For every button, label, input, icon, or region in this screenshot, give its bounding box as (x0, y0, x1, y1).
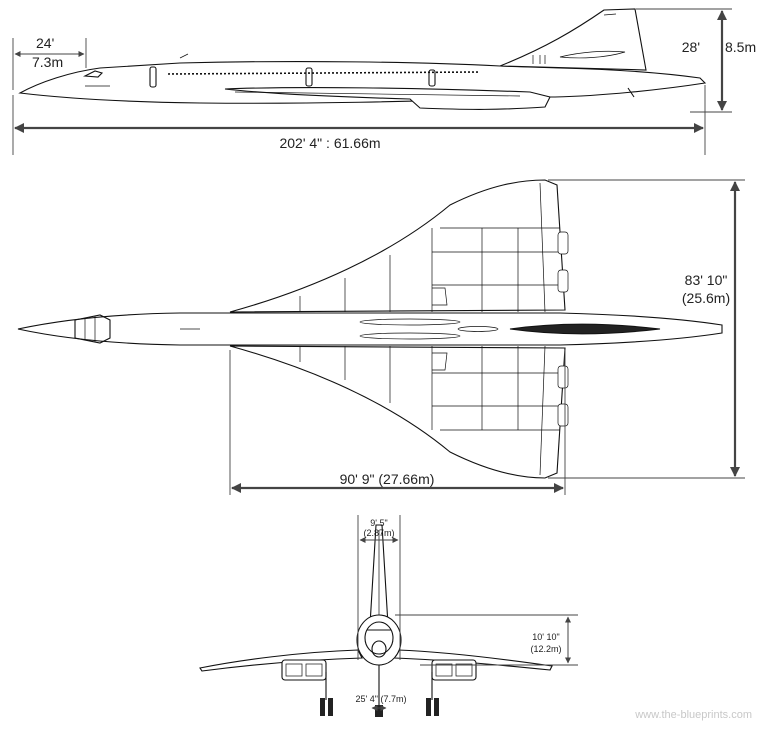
top-wing-upper (229, 179, 566, 313)
front-view: 9' 5" (2.87m) 10' 10" (12.2m) 25' 4" (7.… (199, 515, 578, 717)
side-view: 24' 7.3m 28' 8.5m 202' 4" : 61.66m (12, 8, 756, 155)
top-view: 83' 10" (25.6m) 90' 9" (27.66m) (17, 179, 745, 495)
overall-length: 202' 4" : 61.66m (279, 135, 380, 151)
front-nacelle-left (281, 659, 327, 681)
side-window-row (167, 71, 481, 75)
wing-root-length: 90' 9" (27.66m) (340, 471, 435, 487)
front-height-ft: 10' 10" (532, 632, 559, 642)
span-m: (25.6m) (682, 290, 730, 306)
nose-length-ft: 24' (36, 35, 54, 51)
front-wing-left (199, 649, 363, 672)
fin-width-m: (2.87m) (363, 528, 394, 538)
front-height-m: (12.2m) (530, 644, 561, 654)
top-fuselage (17, 312, 723, 346)
height-m: 8.5m (725, 39, 756, 55)
watermark: www.the-blueprints.com (634, 709, 752, 721)
gear-track: 25' 4" (7.7m) (356, 694, 407, 704)
front-landing-gear (320, 665, 439, 717)
span-ft: 83' 10" (685, 272, 728, 288)
top-wing-lower (229, 345, 566, 479)
side-fin (499, 8, 647, 71)
front-nacelle-right (431, 659, 477, 681)
height-ft: 28' (682, 39, 700, 55)
nose-length-m: 7.3m (32, 54, 63, 70)
top-fin-shadow (509, 323, 661, 335)
fin-width-ft: 9' 5" (370, 518, 387, 528)
